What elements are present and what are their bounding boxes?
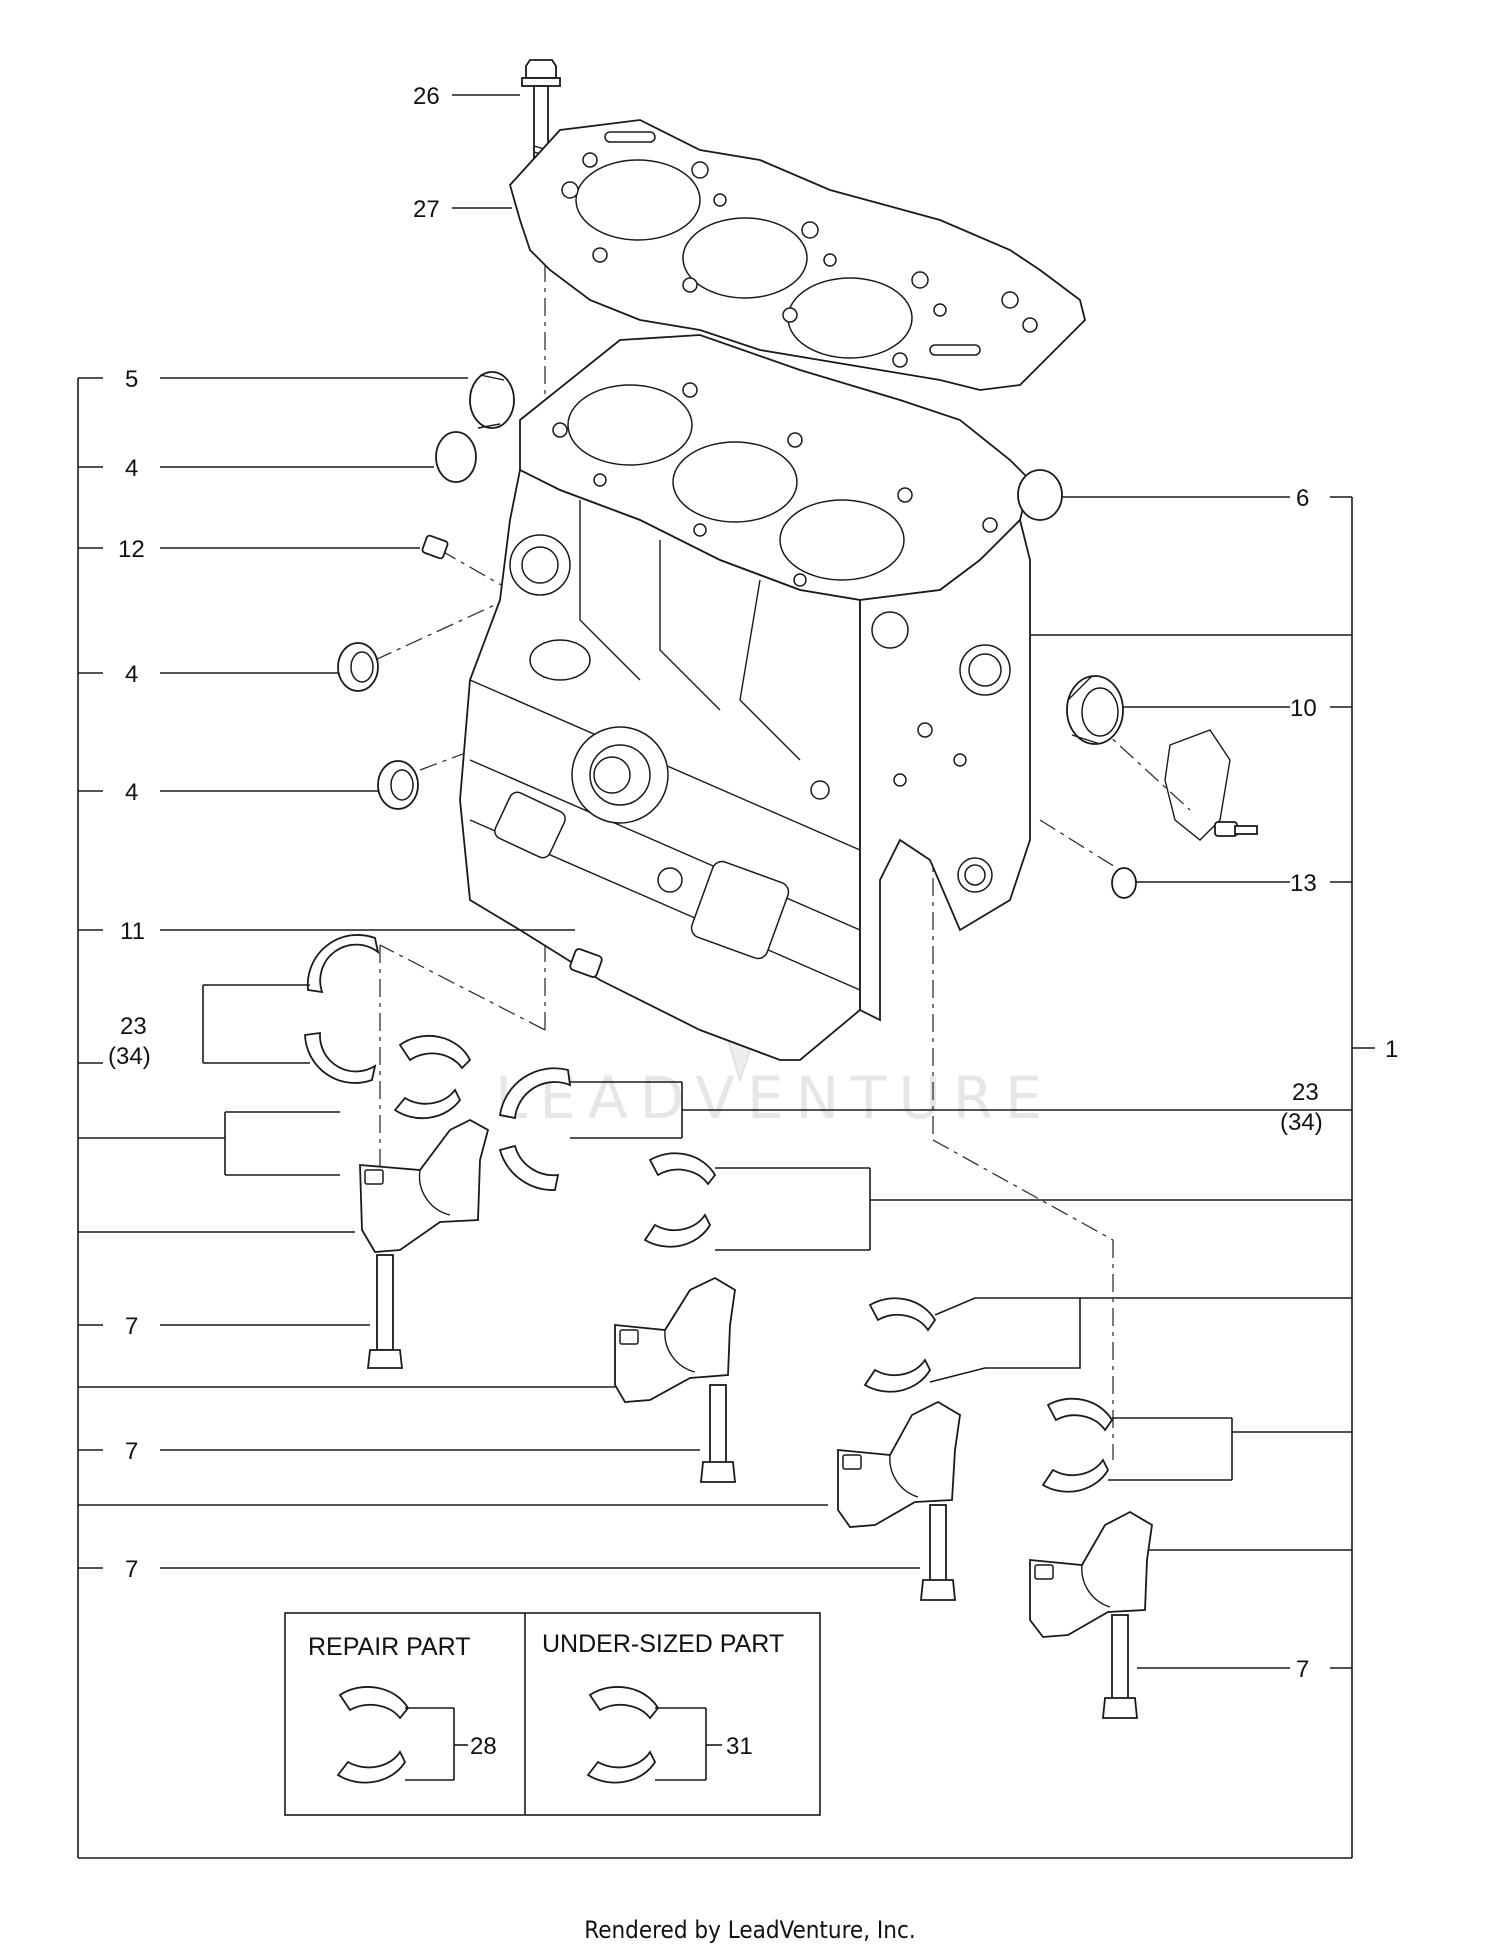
callout-7-b: 7 [125, 1438, 138, 1465]
callout-4-lower: 4 [125, 779, 138, 806]
thrust-washer-left [202, 934, 380, 1084]
callout-7-c: 7 [125, 1556, 138, 1583]
callout-7-a: 7 [125, 1313, 138, 1340]
callout-34-left: (34) [108, 1043, 151, 1070]
plug-part-13 [1111, 867, 1137, 899]
bushing-part-10 [1066, 675, 1124, 745]
plug-part-12 [421, 534, 449, 560]
callout-leaders [160, 94, 1290, 1669]
main-bolt-1 [366, 1254, 404, 1369]
callout-12: 12 [118, 536, 145, 563]
callout-28: 28 [470, 1733, 497, 1760]
undersized-bearing-pair: 31 [586, 1686, 753, 1784]
callout-13: 13 [1290, 870, 1317, 897]
callout-23-right: 23 [1292, 1079, 1319, 1106]
bearing-cap-3 [837, 1400, 961, 1528]
repair-part-title: REPAIR PART [308, 1633, 471, 1661]
undersized-part-title: UNDER-SIZED PART [542, 1630, 784, 1658]
bearing-set-2 [643, 1152, 871, 1251]
bearing-cap-1 [359, 1118, 490, 1253]
left-bracket [77, 377, 1352, 1859]
bearing-set-4 [1041, 1397, 1233, 1493]
main-bolt-2 [700, 1384, 736, 1483]
main-bolt-3 [920, 1504, 956, 1601]
plug-part-4a [435, 431, 477, 483]
plug-part-6 [1017, 469, 1063, 521]
callout-27: 27 [413, 196, 440, 223]
callout-6: 6 [1296, 485, 1309, 512]
repair-bearing-pair: 28 [336, 1686, 497, 1784]
watermark-text: LEADVENTURE [495, 1064, 1054, 1132]
bearing-cap-4 [1029, 1510, 1153, 1638]
bearing-set-1 [224, 1034, 472, 1176]
callout-23-left: 23 [120, 1013, 147, 1040]
callout-numbers: 26 27 5 4 12 4 4 11 23 (34) 7 7 7 6 10 1… [108, 83, 1398, 1683]
seal-part-4c [377, 760, 419, 810]
callout-31: 31 [726, 1733, 753, 1760]
callout-4-upper: 4 [125, 455, 138, 482]
bearing-cap-2 [614, 1276, 736, 1403]
seal-part-4b [337, 642, 379, 692]
callout-26: 26 [413, 83, 440, 110]
bearing-set-3 [863, 1297, 1081, 1393]
plug-part-5 [469, 371, 515, 429]
callout-4-middle: 4 [125, 661, 138, 688]
callout-34-right: (34) [1280, 1109, 1323, 1136]
callout-10: 10 [1290, 695, 1317, 722]
thrust-washer-right [498, 1067, 1352, 1191]
callout-7-d: 7 [1296, 1656, 1309, 1683]
render-credit: Rendered by LeadVenture, Inc. [584, 1916, 915, 1944]
cover-plate-part [1164, 729, 1258, 841]
head-gasket-part [508, 119, 1086, 391]
inset-box: REPAIR PART UNDER-SIZED PART 28 31 [284, 1612, 821, 1816]
right-bracket [870, 496, 1375, 1858]
callout-5: 5 [125, 366, 138, 393]
main-bolt-4 [1102, 1614, 1138, 1719]
plug-part-11 [569, 948, 603, 978]
callout-11: 11 [120, 918, 145, 945]
callout-1: 1 [1385, 1036, 1398, 1063]
cylinder-block-part [459, 334, 1031, 1061]
